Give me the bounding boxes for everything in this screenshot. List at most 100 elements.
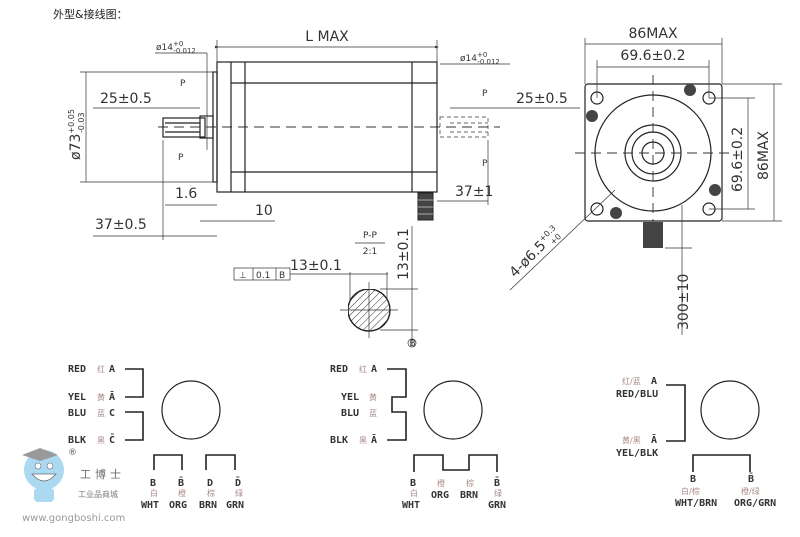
flange-thickness: 10 bbox=[255, 203, 273, 219]
lead-cable-side bbox=[417, 192, 434, 221]
datum-marker: B bbox=[410, 339, 416, 349]
flange-square bbox=[584, 83, 723, 222]
svg-text:绿: 绿 bbox=[494, 489, 502, 498]
tolerance-datum: B bbox=[279, 271, 285, 281]
logo-tagline: 工业品商城 bbox=[78, 489, 118, 499]
svg-text:棕: 棕 bbox=[207, 488, 215, 498]
svg-text:BLU: BLU bbox=[341, 408, 359, 419]
svg-text:YEL: YEL bbox=[341, 392, 359, 403]
lead-cable-front bbox=[643, 222, 663, 248]
rear-shaft-length: 37±1 bbox=[455, 184, 493, 200]
svg-text:A: A bbox=[109, 364, 115, 375]
wire-label: B̄橙/绿 ORG/GRN bbox=[734, 472, 776, 509]
svg-text:黄/黑: 黄/黑 bbox=[622, 435, 641, 445]
section-scale: 2:1 bbox=[363, 247, 377, 257]
svg-text:蓝: 蓝 bbox=[369, 408, 377, 418]
motor-symbol bbox=[423, 380, 483, 440]
svg-text:白: 白 bbox=[150, 488, 158, 498]
front-shaft-diameter: ø14+0-0.012 bbox=[156, 40, 196, 55]
svg-text:GRN: GRN bbox=[226, 500, 244, 511]
svg-text:黑: 黑 bbox=[359, 436, 367, 445]
svg-text:RED: RED bbox=[330, 364, 348, 375]
wire-label: 红/蓝 A RED/BLU bbox=[616, 376, 658, 400]
section-mark-rear-top: P bbox=[482, 89, 488, 99]
section-flat-width: 13±0.1 bbox=[290, 258, 342, 274]
svg-text:黄: 黄 bbox=[369, 392, 377, 402]
motor-symbol bbox=[700, 380, 760, 440]
overall-height: 86MAX bbox=[756, 131, 772, 180]
svg-text:Ā: Ā bbox=[109, 390, 115, 403]
tolerance-symbol: ⊥ bbox=[239, 271, 247, 281]
svg-text:白: 白 bbox=[410, 488, 418, 498]
svg-text:B: B bbox=[150, 478, 156, 489]
svg-text:®: ® bbox=[68, 448, 77, 458]
svg-text:红: 红 bbox=[97, 364, 105, 374]
svg-text:黄: 黄 bbox=[97, 392, 105, 402]
svg-text:白/棕: 白/棕 bbox=[681, 486, 700, 496]
svg-text:B: B bbox=[690, 474, 696, 485]
drawing-title: 外型&接线图： bbox=[53, 8, 128, 21]
gongboshi-logo: ® 工博士 工业品商城 www.gongboshi.com bbox=[22, 448, 125, 524]
svg-text:YEL: YEL bbox=[68, 392, 86, 403]
svg-text:橙: 橙 bbox=[178, 488, 186, 498]
tolerance-value: 0.1 bbox=[256, 271, 270, 281]
rear-shaft bbox=[439, 116, 489, 138]
svg-text:B̄: B̄ bbox=[178, 476, 184, 489]
svg-text:绿: 绿 bbox=[235, 489, 243, 498]
svg-text:A: A bbox=[651, 376, 657, 387]
section-view: P-P 2:1 ⊥ 0.1 B 13±0.1 13±0.1 B bbox=[233, 226, 418, 349]
svg-text:BLK: BLK bbox=[68, 435, 86, 446]
svg-text:棕: 棕 bbox=[466, 478, 474, 488]
svg-text:B̄: B̄ bbox=[494, 476, 500, 489]
mounting-hole-spec: 4-ø6.5+0.3+0 bbox=[506, 223, 565, 282]
svg-text:橙: 橙 bbox=[437, 478, 445, 488]
wire-label: 橙 ORG bbox=[431, 478, 449, 501]
wire-label: BLK 黑 C̄ bbox=[68, 433, 115, 446]
wire-label: B̄橙 ORG bbox=[169, 476, 187, 511]
pilot-height: 1.6 bbox=[175, 186, 197, 202]
svg-text:A: A bbox=[371, 364, 377, 375]
lead-length: 300±10 bbox=[676, 274, 692, 330]
svg-text:橙/绿: 橙/绿 bbox=[741, 486, 760, 496]
svg-text:ORG: ORG bbox=[431, 490, 449, 501]
svg-text:WHT: WHT bbox=[402, 500, 420, 511]
section-title: P-P bbox=[363, 231, 377, 241]
svg-text:D̄: D̄ bbox=[235, 476, 241, 489]
front-shaft-length: 37±0.5 bbox=[95, 217, 147, 233]
rear-flat-length: 25±0.5 bbox=[516, 91, 568, 107]
wire-label: YEL 黄 bbox=[341, 392, 377, 403]
svg-text:黑: 黑 bbox=[97, 436, 105, 445]
svg-text:ORG/GRN: ORG/GRN bbox=[734, 498, 776, 509]
section-mark-top: P bbox=[180, 79, 186, 89]
svg-text:B: B bbox=[410, 478, 416, 489]
svg-text:Ā: Ā bbox=[371, 433, 377, 446]
front-view: 86MAX 69.6±0.2 69.6±0.2 86MAX 4-ø6.5+0.3… bbox=[506, 26, 782, 335]
hole-spacing-horizontal: 69.6±0.2 bbox=[620, 48, 685, 64]
wire-label: BLU 蓝 bbox=[341, 408, 377, 419]
svg-text:D: D bbox=[207, 478, 213, 489]
svg-text:B̄: B̄ bbox=[748, 472, 754, 485]
motor-symbol bbox=[161, 380, 221, 440]
section-flat-height: 13±0.1 bbox=[396, 228, 412, 280]
section-mark-bottom: P bbox=[178, 153, 184, 163]
svg-text:C̄: C̄ bbox=[109, 433, 115, 446]
svg-text:BLK: BLK bbox=[330, 435, 348, 446]
svg-text:ORG: ORG bbox=[169, 500, 187, 511]
side-view: L MAX ø14+0-0.012 ø14+0-0.012 ø73+0.05-0… bbox=[67, 29, 580, 240]
svg-text:RED/BLU: RED/BLU bbox=[616, 389, 658, 400]
svg-text:红/蓝: 红/蓝 bbox=[622, 376, 641, 386]
wire-label: D̄绿 GRN bbox=[226, 476, 244, 511]
svg-text:C: C bbox=[109, 408, 115, 419]
